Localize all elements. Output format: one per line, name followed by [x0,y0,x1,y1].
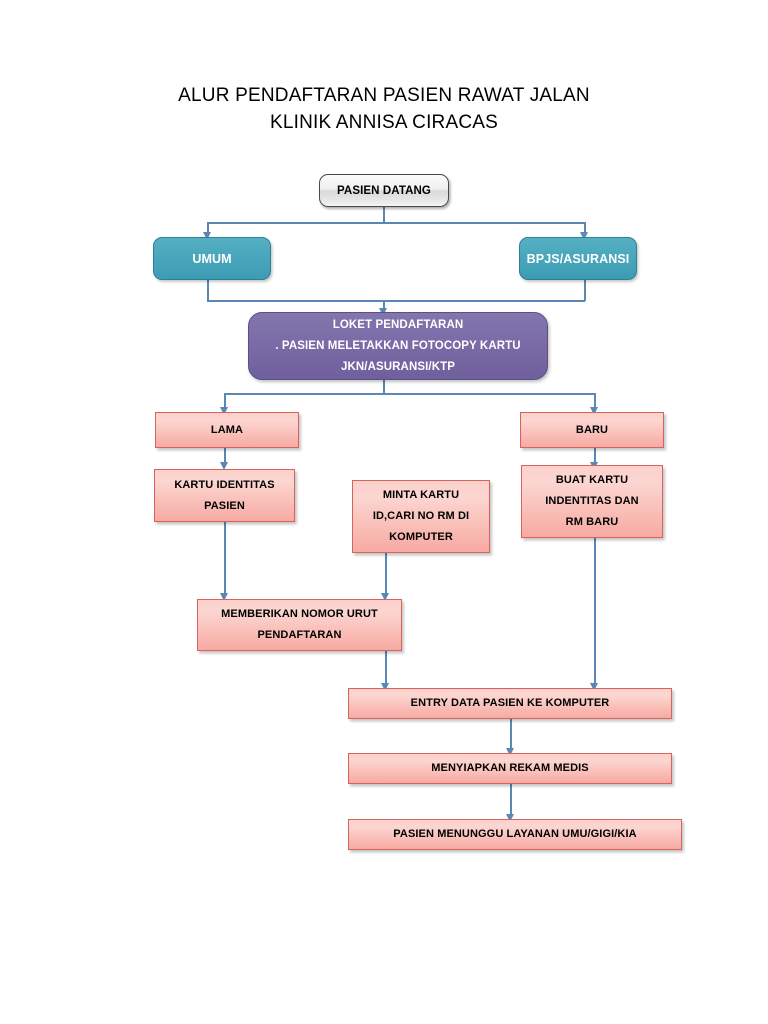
arrow-rekam-to-menunggu [506,814,514,822]
node-loket-line-3: JKN/ASURANSI/KTP [340,360,456,373]
node-umum-label: UMUM [192,251,232,266]
arrow-nomor-to-entry [381,683,389,691]
node-loket-pendaftaran[interactable]: LOKET PENDAFTARAN . PASIEN MELETAKKAN FO… [248,312,548,380]
connector-loket-down [383,379,385,394]
node-minta-kartu-line-3: KOMPUTER [389,531,453,543]
node-buat-kartu-line-1: BUAT KARTU [555,474,629,486]
connector-umum-down [207,279,209,301]
connector-to-lama [224,393,226,409]
node-loket-line-2: . PASIEN MELETAKKAN FOTOCOPY KARTU [275,339,521,352]
node-umum[interactable]: UMUM [153,237,271,280]
node-minta-kartu[interactable]: MINTA KARTU ID,CARI NO RM DI KOMPUTER [352,480,490,553]
connector-baru-to-buat [594,448,596,464]
connector-merge-bar [207,300,585,302]
node-minta-kartu-line-1: MINTA KARTU [382,489,460,501]
arrow-minta-to-nomor [381,593,389,601]
connector-to-bpjs [584,222,586,234]
node-kartu-identitas-pasien[interactable]: KARTU IDENTITAS PASIEN [154,469,295,522]
node-bpjs-label: BPJS/ASURANSI [526,251,630,266]
connector-lama-to-kartu [224,448,226,464]
connector-to-baru [594,393,596,409]
node-baru-label: BARU [575,423,609,436]
arrow-lama-to-kartu [220,462,228,470]
node-buat-kartu-line-2: INDENTITAS DAN [545,495,639,507]
arrow-kartu-to-nomor [220,593,228,601]
connector-buat-to-entry [594,537,596,685]
arrow-to-baru [590,407,598,415]
connector-entry-to-rekam [510,718,512,750]
node-rekam-medis-label: MENYIAPKAN REKAM MEDIS [431,762,589,774]
connector-bpjs-down [584,279,586,301]
node-entry-data-pasien[interactable]: ENTRY DATA PASIEN KE KOMPUTER [348,688,672,719]
title-line-1: ALUR PENDAFTARAN PASIEN RAWAT JALAN [178,85,590,106]
node-bpjs-asuransi[interactable]: BPJS/ASURANSI [519,237,637,280]
node-lama[interactable]: LAMA [155,412,299,448]
node-kartu-identitas-line-1: KARTU IDENTITAS [174,478,275,491]
node-baru[interactable]: BARU [520,412,664,448]
node-minta-kartu-line-2: ID,CARI NO RM DI [372,510,470,522]
node-pasien-datang[interactable]: PASIEN DATANG [319,174,449,207]
node-entry-data-label: ENTRY DATA PASIEN KE KOMPUTER [410,697,610,709]
connector-rekam-to-menunggu [510,784,512,816]
node-memberikan-nomor-urut[interactable]: MEMBERIKAN NOMOR URUT PENDAFTARAN [197,599,402,651]
connector-merge-to-loket [383,300,385,311]
node-pasien-menunggu-layanan[interactable]: PASIEN MENUNGGU LAYANAN UMU/GIGI/KIA [348,819,682,850]
connector-minta-to-nomor [385,553,387,595]
arrow-to-umum [203,232,211,240]
node-nomor-urut-line-1: MEMBERIKAN NOMOR URUT [221,608,378,620]
node-buat-kartu-line-3: RM BARU [565,516,619,528]
arrow-buat-to-entry [590,683,598,691]
connector-nomor-to-entry [385,650,387,685]
node-menunggu-label: PASIEN MENUNGGU LAYANAN UMU/GIGI/KIA [393,828,637,840]
title-line-2: KLINIK ANNISA CIRACAS [269,112,499,133]
page-title: ALUR PENDAFTARAN PASIEN RAWAT JALAN KLIN… [0,82,768,136]
connector-start-down [383,206,385,223]
connector-start-split-bar [207,222,585,224]
arrow-to-lama [220,407,228,415]
node-lama-label: LAMA [210,423,244,436]
node-loket-line-1: LOKET PENDAFTARAN [332,318,464,331]
node-kartu-identitas-line-2: PASIEN [204,499,245,512]
node-pasien-datang-label: PASIEN DATANG [337,184,431,197]
node-menyiapkan-rekam-medis[interactable]: MENYIAPKAN REKAM MEDIS [348,753,672,784]
connector-loket-split-bar [224,393,595,395]
node-nomor-urut-line-2: PENDAFTARAN [257,629,342,641]
connector-kartu-to-nomor [224,522,226,595]
node-buat-kartu[interactable]: BUAT KARTU INDENTITAS DAN RM BARU [521,465,663,538]
arrow-entry-to-rekam [506,748,514,756]
connector-to-umum [207,222,209,234]
arrow-to-bpjs [580,232,588,240]
